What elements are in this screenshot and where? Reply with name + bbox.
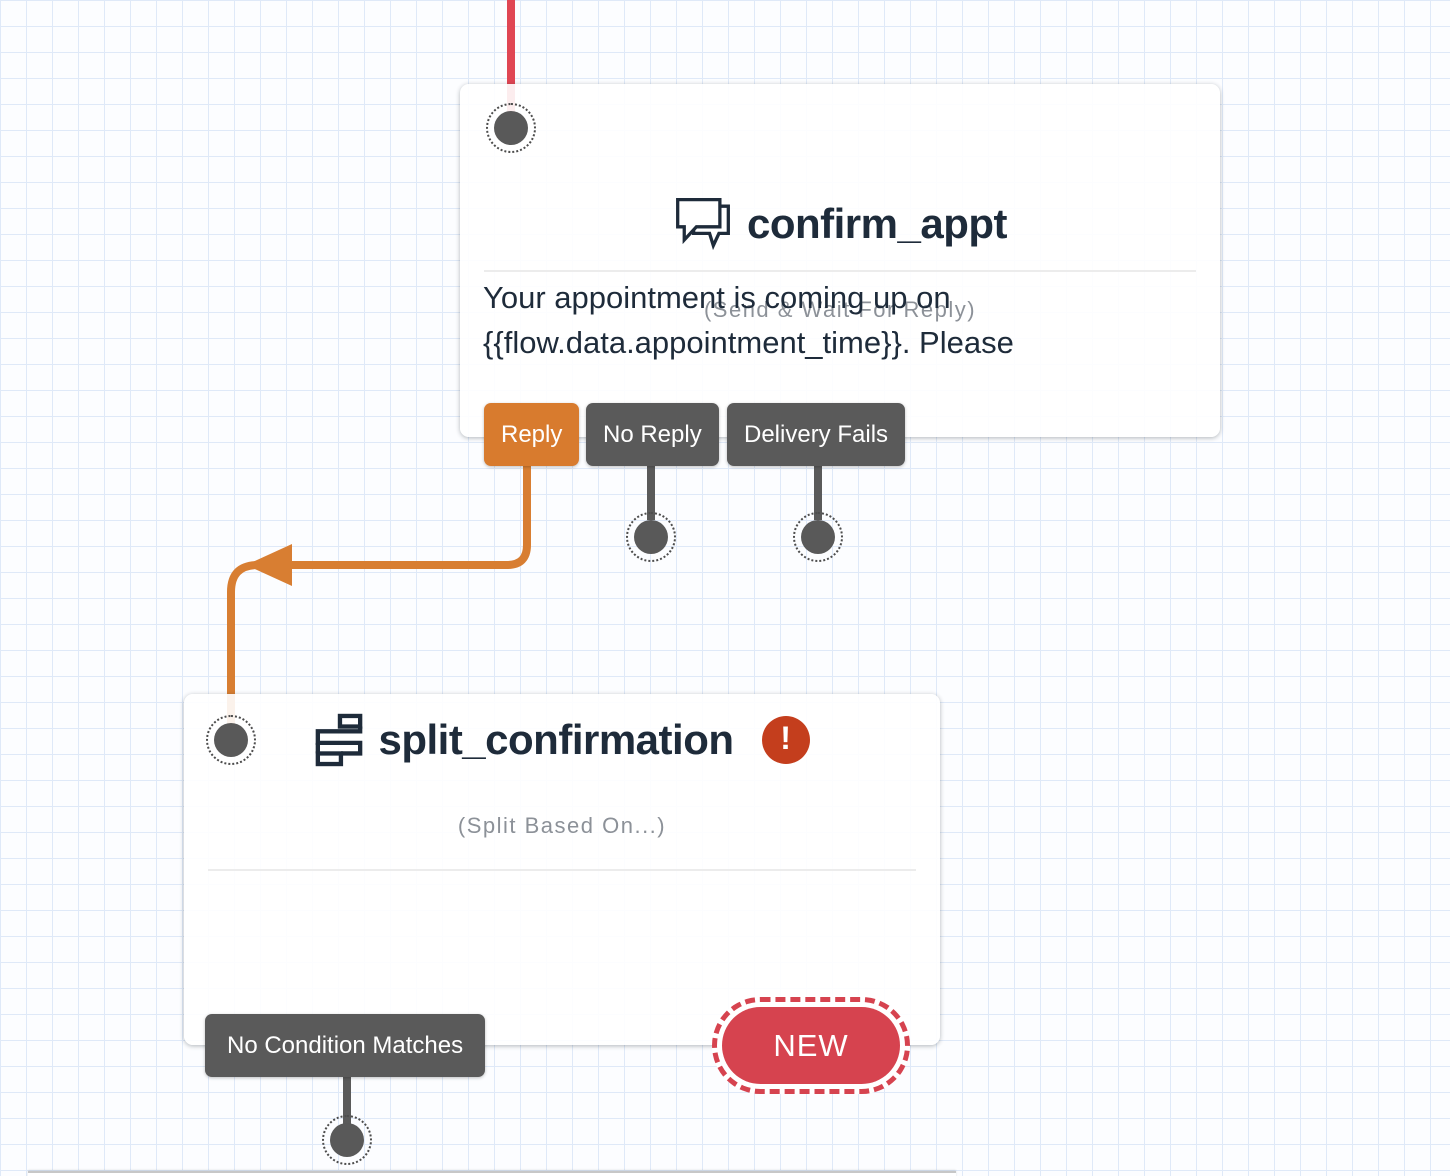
port-dot (330, 1123, 364, 1157)
transition-button-no-condition-matches[interactable]: No Condition Matches (205, 1014, 486, 1077)
port-dot (494, 111, 528, 145)
widget-body-text: Your appointment is coming up on {{flow.… (483, 280, 1014, 360)
transition-button-delivery-fails[interactable]: Delivery Fails (727, 403, 906, 466)
input-port-split-confirmation[interactable] (206, 715, 256, 765)
widget-title: split_confirmation (378, 716, 734, 763)
widget-title: confirm_appt (746, 200, 1008, 247)
reply-connector-arrowhead (246, 544, 292, 586)
widget-divider (208, 869, 916, 871)
error-badge: ! (761, 716, 810, 764)
widget-divider (484, 270, 1196, 272)
port-dot (634, 520, 668, 554)
transition-button-no-reply[interactable]: No Reply (586, 403, 719, 466)
widget-type-label: (Send & Wait For Reply) (703, 297, 977, 322)
transition-button-reply[interactable]: Reply (484, 403, 580, 466)
widget-type-label: (Split Based On...) (457, 813, 667, 838)
widget-header: split_confirmation ! (184, 710, 940, 770)
input-port-confirm-appt[interactable] (486, 103, 536, 153)
port-dot (801, 520, 835, 554)
output-port-no-reply[interactable] (626, 512, 676, 562)
partial-widget-below[interactable] (28, 1171, 956, 1176)
port-dot (214, 723, 248, 757)
new-transition-button[interactable]: NEW (712, 997, 910, 1094)
output-port-delivery-fails[interactable] (793, 512, 843, 562)
new-transition-label: NEW (722, 1007, 900, 1084)
widget-header: confirm_appt (460, 194, 1220, 254)
chat-bubbles-icon (676, 197, 730, 251)
widget-card-confirm-appt[interactable]: confirm_appt (Send & Wait For Reply) You… (460, 84, 1220, 437)
output-port-no-condition-matches[interactable] (322, 1115, 372, 1165)
split-icon (316, 713, 363, 767)
widget-card-split-confirmation[interactable]: split_confirmation ! (Split Based On...) (184, 694, 940, 1045)
reply-connector-line (227, 464, 531, 740)
